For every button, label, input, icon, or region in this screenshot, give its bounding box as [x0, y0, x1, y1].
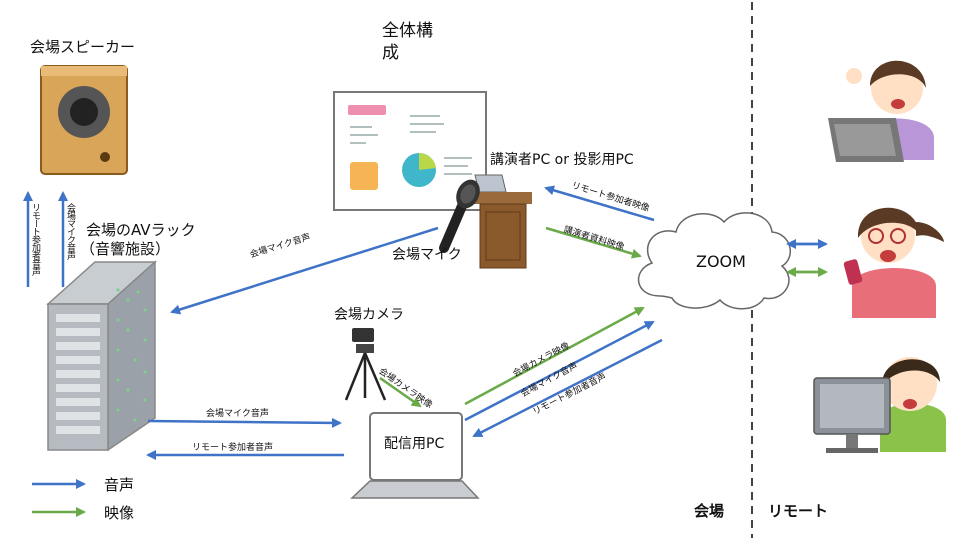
streaming-pc-label: 配信用PC	[384, 436, 445, 452]
podium-icon	[474, 174, 532, 269]
speaker-mic-audio-label: 会場マイク音声	[65, 203, 75, 259]
remote-video-to-lecturer-arrow	[544, 185, 655, 222]
pc-camera-to-zoom-arrow	[464, 306, 645, 406]
zoom-cloud-icon	[637, 212, 792, 310]
pc-to-rack-label: リモート参加者音声	[192, 443, 274, 453]
rack-to-pc-arrow	[147, 417, 342, 428]
camera-to-pc-arrow	[379, 376, 422, 408]
remote-participant-2-icon	[843, 207, 944, 318]
mic-to-rack-arrow	[170, 226, 439, 315]
av-rack-label: 会場のAVラック	[86, 221, 196, 239]
venue-camera-label: 会場カメラ	[334, 307, 404, 323]
pc-mic-to-zoom-arrow	[464, 320, 655, 422]
lecturer-pc-label: 講演者PC or 投影用PC	[490, 152, 634, 168]
remote-participant-1-icon	[828, 60, 934, 162]
microphone-icon	[439, 179, 480, 253]
speaker-icon	[40, 65, 128, 175]
camera-icon	[344, 328, 387, 401]
lecturer-material-to-zoom-arrow	[545, 226, 642, 259]
presentation-board-icon	[333, 91, 487, 211]
zoom-label: ZOOM	[696, 252, 746, 271]
av-rack-icon	[46, 260, 157, 452]
zoom-to-pc-arrow	[472, 338, 663, 438]
legend-audio-label: 音声	[104, 476, 135, 494]
rack-to-pc-label: 会場マイク音声	[206, 409, 269, 419]
remote-zone-label: リモート	[768, 502, 829, 520]
speaker-label: 会場スピーカー	[30, 38, 136, 56]
venue-mic-label: 会場マイク	[392, 247, 462, 263]
speaker-remote-audio-label: リモート参加者音声	[30, 203, 40, 275]
diagram-title: 全体構成	[382, 21, 433, 63]
remote-participant-3-icon	[813, 357, 946, 453]
av-rack-sublabel: （音響施設）	[80, 240, 171, 258]
venue-zone-label: 会場	[694, 502, 725, 520]
legend-video-label: 映像	[104, 504, 135, 522]
streaming-laptop-icon	[350, 412, 480, 499]
